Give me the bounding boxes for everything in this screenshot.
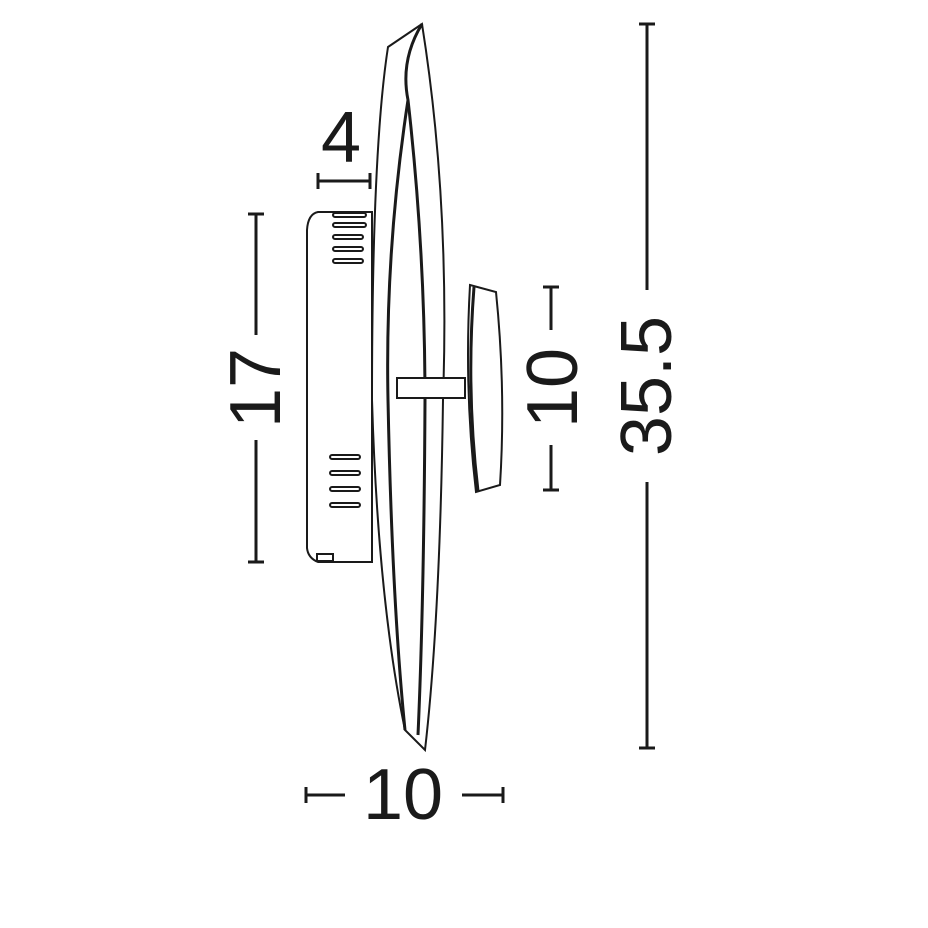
lamp-base [306,211,373,563]
base-clip [316,553,334,562]
dimension-label-base-depth: 4 [321,98,361,178]
dimension-base-height: 17 [216,212,296,564]
dimension-label-total-depth: 10 [363,755,443,835]
dimension-label-base-height: 17 [216,348,296,428]
lamp-stem [396,377,466,399]
dimension-label-total-height: 35.5 [607,316,687,456]
vent-slots-bottom [329,454,361,508]
dimension-label-mount-height: 10 [513,348,593,428]
dimension-base-depth: 4 [316,98,372,189]
mounting-plate [467,283,504,494]
dimension-mount-height: 10 [513,285,593,492]
dimension-total-depth: 10 [304,755,505,835]
vent-slots-top [332,212,367,264]
dimension-total-height: 35.5 [607,22,687,750]
